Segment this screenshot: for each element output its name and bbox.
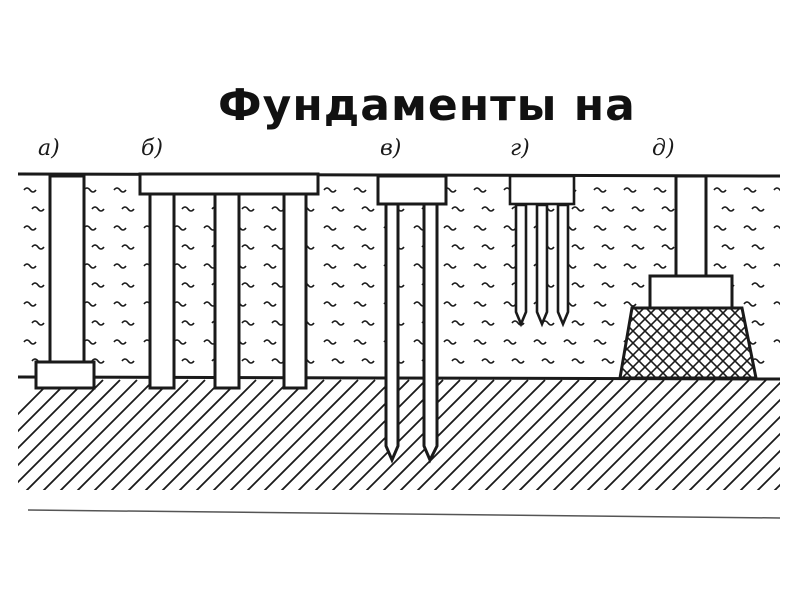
variant-d-cushion-crosshatch — [620, 308, 756, 378]
firm-soil-hatch — [18, 379, 780, 490]
variant-d-column — [674, 174, 708, 278]
variant-d-foundation — [618, 174, 758, 380]
variant-label-d: д) — [652, 136, 675, 161]
variant-d-cushion — [618, 306, 758, 380]
variant-label-v: в) — [380, 136, 402, 161]
bottom-edge-line — [27, 509, 781, 519]
variant-v-pile-2 — [422, 202, 439, 464]
variant-g-pile-cap — [508, 174, 576, 206]
variant-label-g: г) — [510, 136, 530, 161]
variant-v-pile-cap — [376, 174, 448, 206]
variant-a-footing — [34, 360, 96, 390]
variant-a-column — [48, 174, 86, 364]
firm-soil-layer — [18, 379, 780, 490]
variant-d-footing — [648, 274, 734, 310]
variant-g-pile-2 — [535, 203, 549, 328]
variant-b-pile-1 — [148, 190, 176, 390]
variant-b-foundation — [138, 172, 320, 390]
variant-v-pile-1 — [384, 202, 400, 464]
slide-title: Фундаменты на — [218, 80, 636, 131]
variant-a-foundation — [34, 174, 96, 390]
variant-b-pile-cap — [138, 172, 320, 196]
variant-b-pile-2 — [213, 190, 241, 390]
variant-g-foundation — [508, 174, 576, 328]
variant-label-b: б) — [141, 136, 164, 161]
variant-label-a: а) — [38, 136, 60, 161]
variant-g-pile-1 — [514, 203, 528, 328]
variant-v-foundation — [376, 174, 448, 464]
variant-g-pile-3 — [556, 203, 570, 328]
variant-b-pile-3 — [282, 190, 308, 390]
